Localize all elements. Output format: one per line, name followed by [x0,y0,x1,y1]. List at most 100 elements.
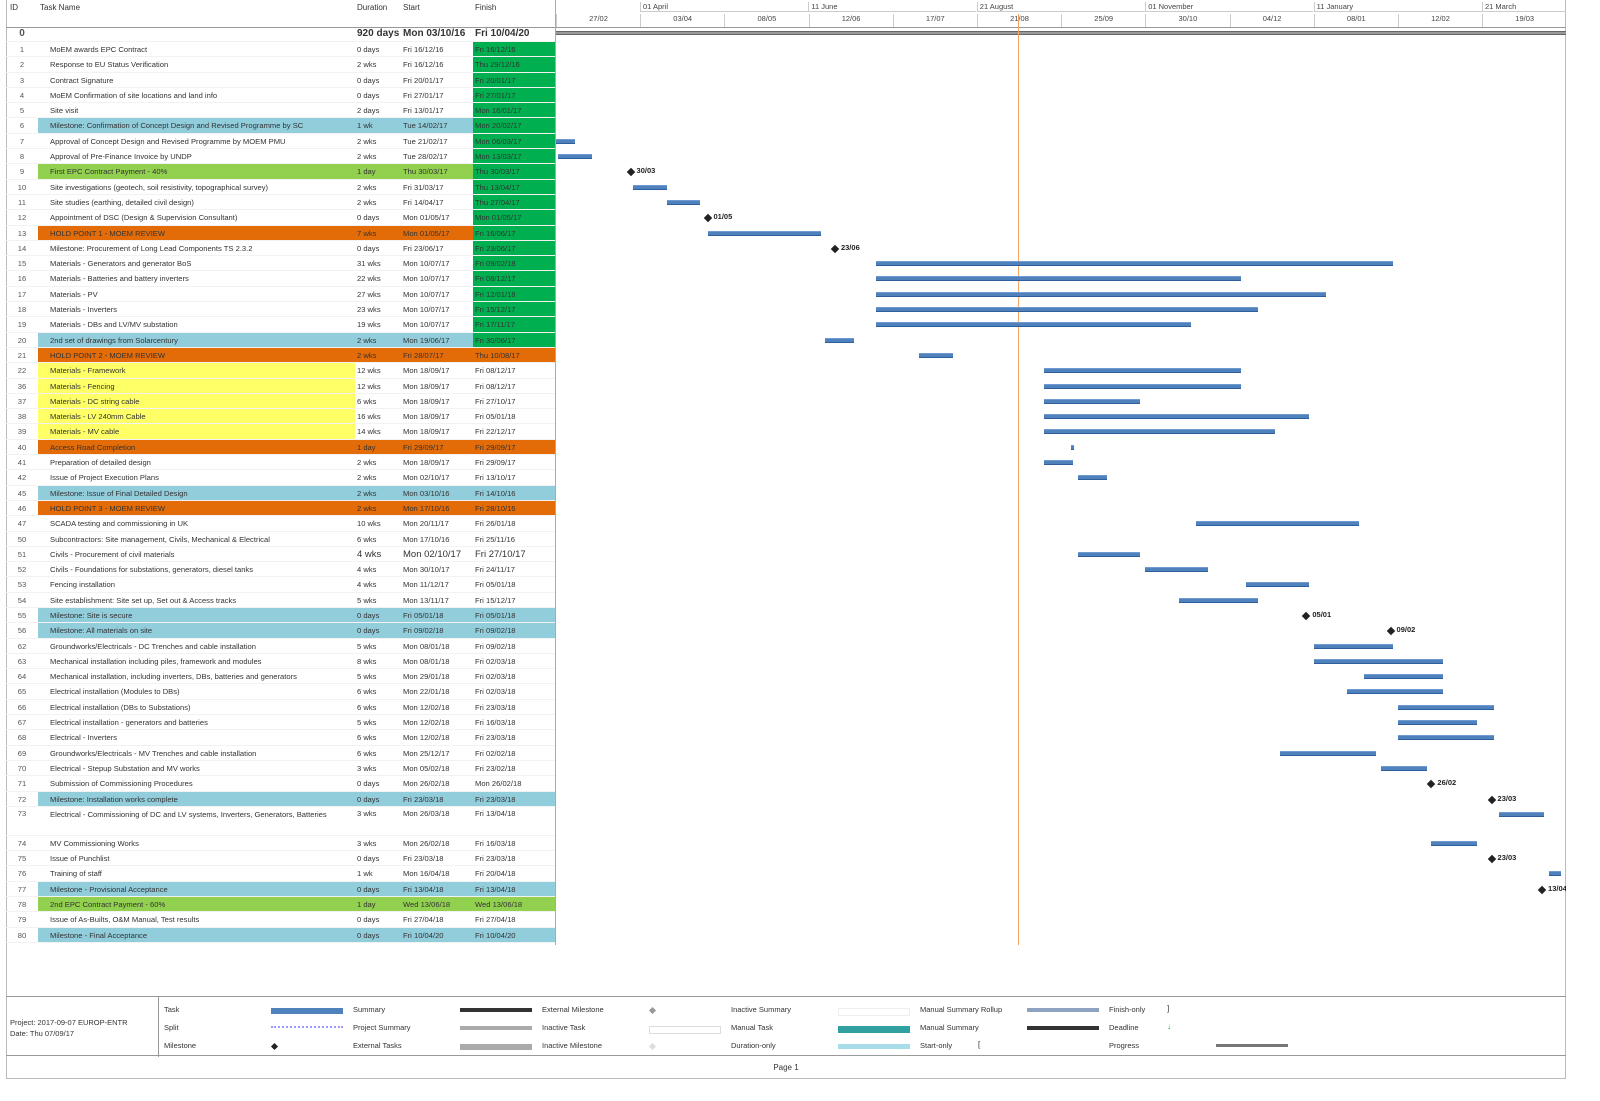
task-bar[interactable] [1347,688,1444,694]
task-bar[interactable] [1498,811,1545,817]
milestone-marker[interactable] [1302,611,1311,620]
task-bar[interactable] [1397,719,1478,725]
milestone-marker[interactable] [1537,885,1547,894]
task-bar[interactable] [1145,566,1208,572]
task-bar[interactable] [875,321,1191,327]
milestone-marker[interactable] [703,213,712,222]
task-bar[interactable] [1195,520,1360,526]
milestone-marker[interactable] [1487,795,1496,804]
task-bar[interactable] [1313,643,1393,649]
task-bar[interactable] [825,337,855,343]
col-name-header[interactable]: Task Name [40,3,81,12]
task-bar[interactable] [1077,474,1107,480]
task-bar[interactable] [1397,734,1494,740]
col-id-header[interactable]: ID [10,3,18,12]
col-finish-header[interactable]: Finish [475,3,497,12]
milestone-marker[interactable] [626,167,635,176]
milestone-marker[interactable] [830,244,840,253]
task-bar[interactable] [875,306,1259,312]
task-bar[interactable] [919,352,953,358]
task-bar[interactable] [1431,840,1478,846]
task-bar[interactable] [707,230,821,236]
task-bar[interactable] [875,275,1242,281]
task-bar[interactable] [875,291,1326,297]
task-bar[interactable] [1380,765,1427,771]
task-bar[interactable] [1044,459,1074,465]
task-bar[interactable] [1397,704,1494,710]
task-bar[interactable] [1246,581,1309,587]
task-bar[interactable] [1044,413,1309,419]
task-bar[interactable] [556,138,576,144]
project-summary-row[interactable]: 0 920 days Mon 03/10/16 Fri 10/04/20 [6,26,555,42]
milestone-marker[interactable] [1386,626,1395,635]
project-summary-bar[interactable] [556,31,1566,35]
task-bar[interactable] [1178,597,1259,603]
task-bar[interactable] [1077,551,1141,557]
task-bar[interactable] [1279,750,1377,756]
milestone-marker[interactable] [1487,854,1496,863]
task-bar[interactable] [1044,367,1242,373]
task-bar[interactable] [666,199,701,205]
task-bar[interactable] [1549,870,1562,876]
task-bar[interactable] [1364,673,1444,679]
col-start-header[interactable]: Start [403,3,420,12]
task-bar[interactable] [1044,428,1276,434]
task-bar[interactable] [632,184,667,190]
task-bar[interactable] [875,260,1393,266]
milestone-marker[interactable] [1427,779,1436,788]
task-bar[interactable] [1044,383,1242,389]
